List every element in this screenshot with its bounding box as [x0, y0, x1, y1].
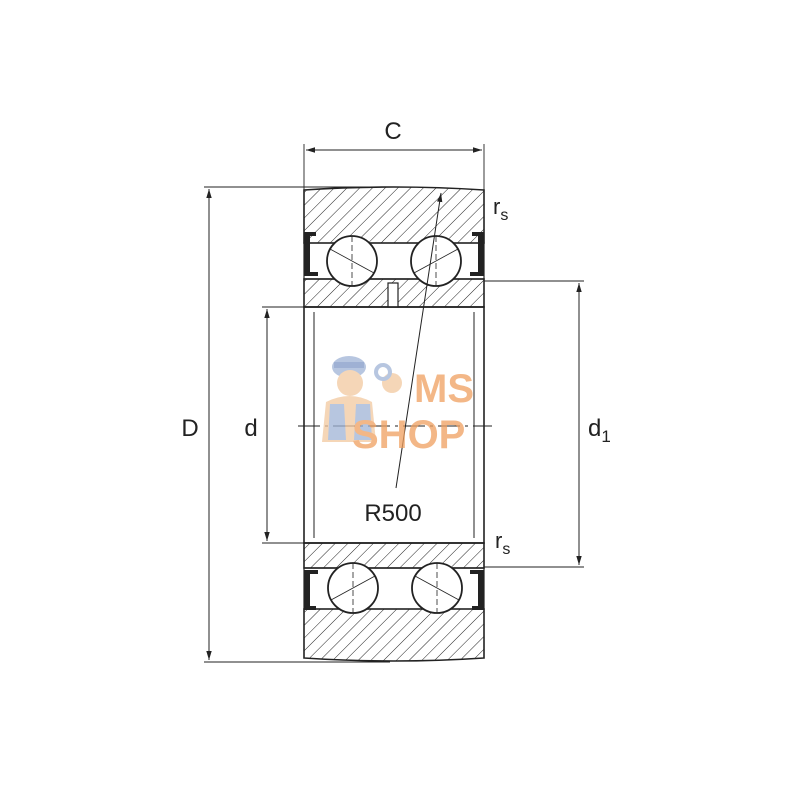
label-rs-bottom: rs — [495, 528, 510, 558]
lubrication-hole — [387, 282, 399, 308]
inner-ring-bottom — [303, 542, 485, 569]
ball-bottom-left — [327, 562, 379, 614]
watermark-shop: SHOP — [352, 413, 465, 457]
label-d1-sub: 1 — [601, 427, 610, 446]
label-rs-bottom-base: r — [495, 528, 502, 553]
label-c: C — [384, 118, 401, 145]
label-rs-top: rs — [493, 194, 508, 224]
ball-top-right — [410, 235, 462, 287]
label-d1: d1 — [588, 415, 611, 446]
outer-ring-top — [303, 186, 485, 244]
watermark-ms: MS — [414, 367, 474, 411]
mechanic-icon — [322, 356, 402, 442]
label-rs-bottom-sub: s — [502, 541, 510, 558]
bore-outline — [303, 306, 485, 544]
watermark: MS SHOP — [322, 356, 474, 457]
label-bore-diameter: d — [244, 415, 257, 442]
label-d1-base: d — [588, 415, 601, 442]
label-rs-top-sub: s — [500, 207, 508, 224]
ball-top-left — [326, 235, 378, 287]
label-rs-top-base: r — [493, 194, 500, 219]
ball-bottom-right — [411, 562, 463, 614]
label-outer-diameter: D — [181, 415, 198, 442]
seal-bottom-left — [304, 570, 318, 610]
seal-bottom-right — [470, 570, 484, 610]
label-crown-radius: R500 — [364, 500, 421, 527]
seal-top-left — [304, 232, 318, 276]
seal-top-right — [470, 232, 484, 276]
outer-ring-bottom — [303, 608, 485, 662]
radius-leader — [395, 192, 443, 489]
